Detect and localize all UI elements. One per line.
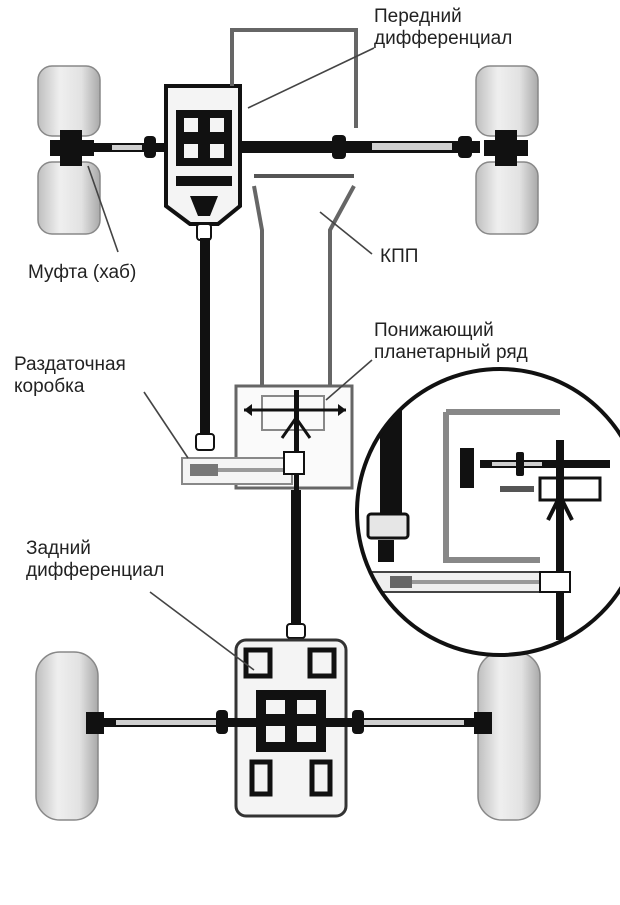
- leader-gearbox: [319, 211, 373, 255]
- label-hub-clutch: Муфта (хаб): [28, 262, 137, 283]
- low-range-inset: [355, 367, 620, 657]
- label-low-range: Понижающий планетарный ряд: [374, 320, 528, 364]
- leader-lines: [87, 47, 375, 671]
- gearbox: [252, 174, 356, 388]
- label-low-range-line1: Понижающий: [374, 320, 494, 341]
- leader-hub-clutch: [87, 165, 119, 253]
- rear-axle: [96, 710, 488, 734]
- front-right-wheel: [475, 65, 539, 235]
- leader-transfer-case: [143, 391, 189, 459]
- front-axle: [94, 135, 480, 159]
- vent-tube: [230, 28, 358, 128]
- front-propshaft: [200, 238, 210, 438]
- rear-left-wheel: [35, 651, 104, 821]
- leader-low-range: [325, 359, 373, 401]
- leader-front-diff: [247, 47, 375, 109]
- front-differential: [164, 84, 242, 241]
- label-front-differential-line2: дифференциал: [374, 28, 513, 49]
- rear-differential: [234, 638, 348, 818]
- label-transfer-case: Раздаточная коробка: [14, 354, 126, 398]
- leader-rear-diff: [149, 591, 255, 671]
- transfer-case: [181, 384, 354, 490]
- label-rear-differential-line1: Задний: [26, 538, 91, 559]
- label-gearbox: КПП: [380, 246, 419, 267]
- label-rear-differential: Задний дифференциал: [26, 538, 164, 582]
- label-front-differential-line1: Передний: [374, 6, 462, 27]
- rear-propshaft: [291, 490, 301, 630]
- label-low-range-line2: планетарный ряд: [374, 342, 528, 363]
- label-transfer-case-line1: Раздаточная: [14, 354, 126, 375]
- rear-right-wheel: [474, 651, 541, 821]
- front-left-wheel: [37, 65, 101, 235]
- label-transfer-case-line2: коробка: [14, 376, 85, 397]
- label-front-differential: Передний дифференциал: [374, 6, 512, 50]
- label-rear-differential-line2: дифференциал: [26, 560, 165, 581]
